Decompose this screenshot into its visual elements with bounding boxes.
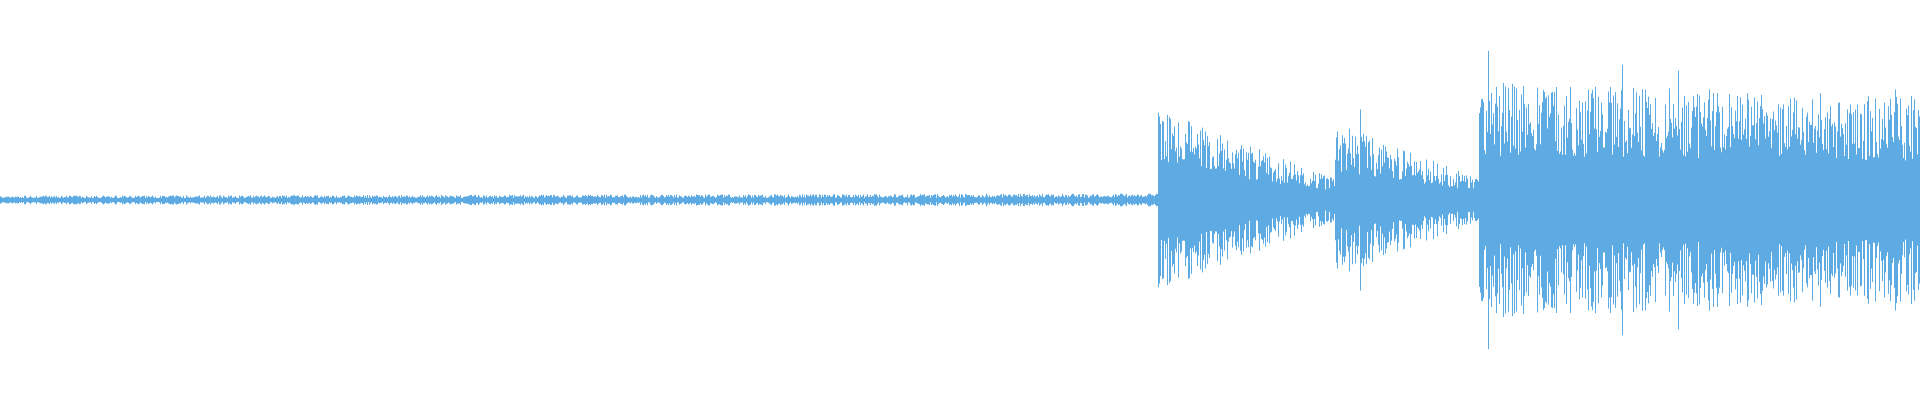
waveform-bars	[0, 50, 1920, 350]
